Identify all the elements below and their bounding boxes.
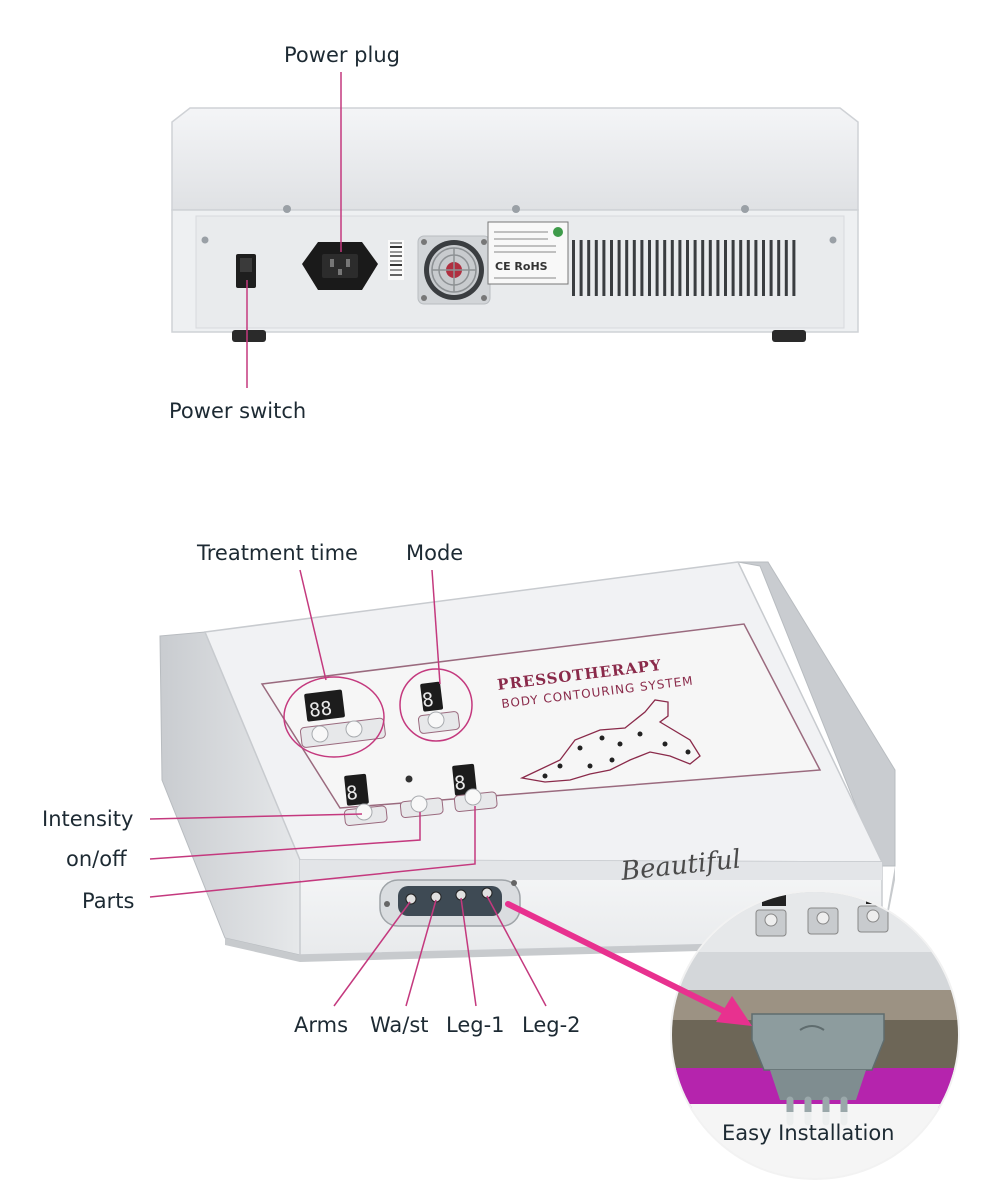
intensity-callout-line xyxy=(149,813,363,820)
rating-label: CE RoHS xyxy=(487,221,569,285)
intensity-button[interactable] xyxy=(343,803,388,827)
rear-fan xyxy=(417,235,491,305)
output-connector xyxy=(379,879,521,927)
power-switch-label: Power switch xyxy=(169,399,306,423)
rear-label-marks: CE RoHS xyxy=(495,260,548,273)
leg2-label: Leg-2 xyxy=(522,1013,581,1037)
treatment-time-display: 88 xyxy=(304,689,345,722)
vent-slot xyxy=(579,240,583,296)
parts-callout-line xyxy=(149,806,476,898)
svg-text:88: 88 xyxy=(308,697,333,722)
mode-button[interactable] xyxy=(417,711,460,734)
installation-arrow xyxy=(505,901,752,1026)
vent-slot xyxy=(746,240,750,296)
svg-text:8: 8 xyxy=(421,689,435,712)
vent-slot xyxy=(610,240,613,296)
vent-slot xyxy=(784,240,788,296)
easy-installation-label: Easy Installation xyxy=(722,1121,895,1145)
parts-label: Parts xyxy=(82,889,134,913)
leg1-callout-line xyxy=(460,897,477,1007)
vent-slot xyxy=(686,240,689,296)
vent-slot xyxy=(708,240,712,296)
vent-slot xyxy=(716,240,720,296)
vent-slot xyxy=(762,240,765,296)
vent-slot xyxy=(754,240,758,296)
vent-slot xyxy=(617,240,621,296)
treatment-time-label: Treatment time xyxy=(196,541,358,565)
arms-label: Arms xyxy=(294,1013,348,1037)
power-plug-label: Power plug xyxy=(284,43,400,67)
mode-callout-line xyxy=(431,569,441,685)
vent-slot xyxy=(739,240,743,296)
parts-display: 8 xyxy=(452,763,477,796)
on-off-button[interactable] xyxy=(399,795,444,819)
vent-slot xyxy=(594,240,598,296)
vent-slot xyxy=(678,240,682,296)
vent-slot xyxy=(693,240,697,296)
vent-slot xyxy=(777,240,781,296)
body-figure xyxy=(519,699,701,783)
vent-slot xyxy=(663,240,667,296)
control-panel xyxy=(260,623,822,809)
treatment-time-callout-line xyxy=(299,569,327,681)
vent-slot xyxy=(587,240,591,296)
vent-slot xyxy=(792,240,796,296)
time-buttons[interactable] xyxy=(299,717,386,748)
waist-callout-line xyxy=(405,899,437,1007)
vent-slot xyxy=(640,240,644,296)
on-off-label: on/off xyxy=(66,847,127,871)
vent-slot xyxy=(572,240,575,296)
mode-display: 8 xyxy=(420,681,444,712)
vent-slot xyxy=(670,240,674,296)
vent-slot xyxy=(769,240,773,296)
svg-text:8: 8 xyxy=(453,772,467,795)
vent-slot xyxy=(724,240,727,296)
vent-slot xyxy=(648,240,651,296)
waist-label: Wa/st xyxy=(370,1013,429,1037)
parts-button[interactable] xyxy=(453,788,498,813)
mode-highlight xyxy=(399,668,473,742)
vent-slot xyxy=(731,240,735,296)
intensity-label: Intensity xyxy=(42,807,133,831)
on-off-callout-line xyxy=(149,812,421,860)
vent-slot xyxy=(625,240,629,296)
treatment-time-highlight xyxy=(283,676,385,758)
mode-label: Mode xyxy=(406,541,463,565)
arms-callout-line xyxy=(333,901,411,1007)
rear-device: CE RoHS xyxy=(171,107,859,342)
intensity-display: 8 xyxy=(344,773,369,806)
indicator-led xyxy=(405,775,413,783)
vent-slot xyxy=(602,240,606,296)
leg1-label: Leg-1 xyxy=(446,1013,505,1037)
vent-slot xyxy=(632,240,636,296)
leg2-callout-line xyxy=(486,895,547,1007)
vent-slot xyxy=(655,240,659,296)
vent-slot xyxy=(701,240,705,296)
svg-text:8: 8 xyxy=(345,782,359,805)
rear-vent xyxy=(572,240,796,296)
